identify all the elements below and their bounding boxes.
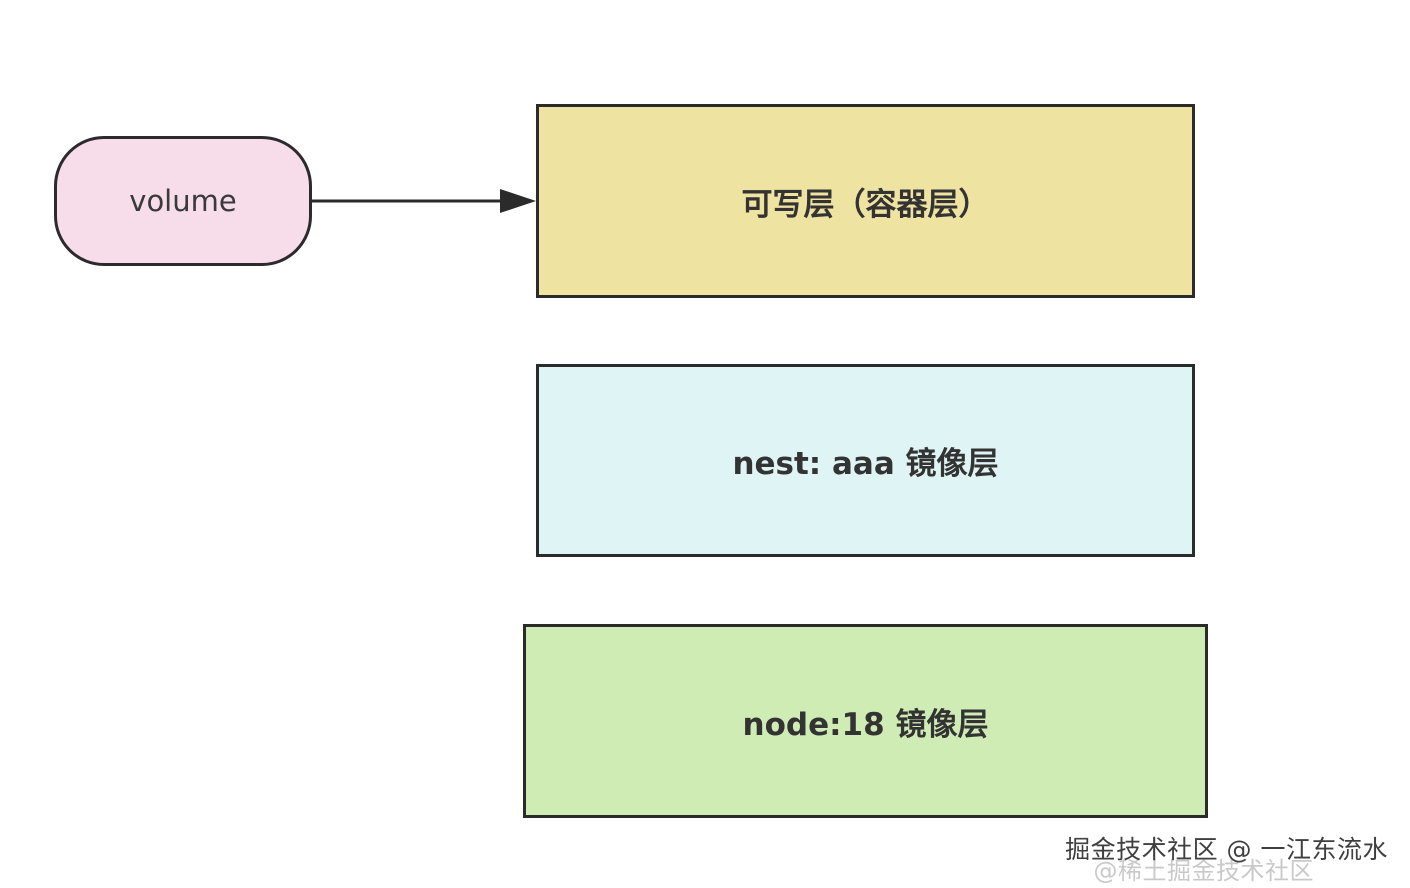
volume-node: volume [54, 136, 312, 266]
volume-label: volume [129, 184, 237, 218]
watermark: 掘金技术社区 @ 一江东流水 [1065, 835, 1388, 864]
nest-image-layer: nest: aaa 镜像层 [536, 364, 1195, 557]
node-layer-label: node:18 镜像层 [742, 706, 989, 743]
watermark-shadow: @稀土掘金技术社区 [1093, 857, 1314, 885]
writable-container-layer: 可写层（容器层） [536, 104, 1195, 298]
node-image-layer: node:18 镜像层 [523, 624, 1208, 818]
nest-layer-label: nest: aaa 镜像层 [732, 446, 999, 482]
writable-layer-label: 可写层（容器层） [741, 186, 990, 223]
